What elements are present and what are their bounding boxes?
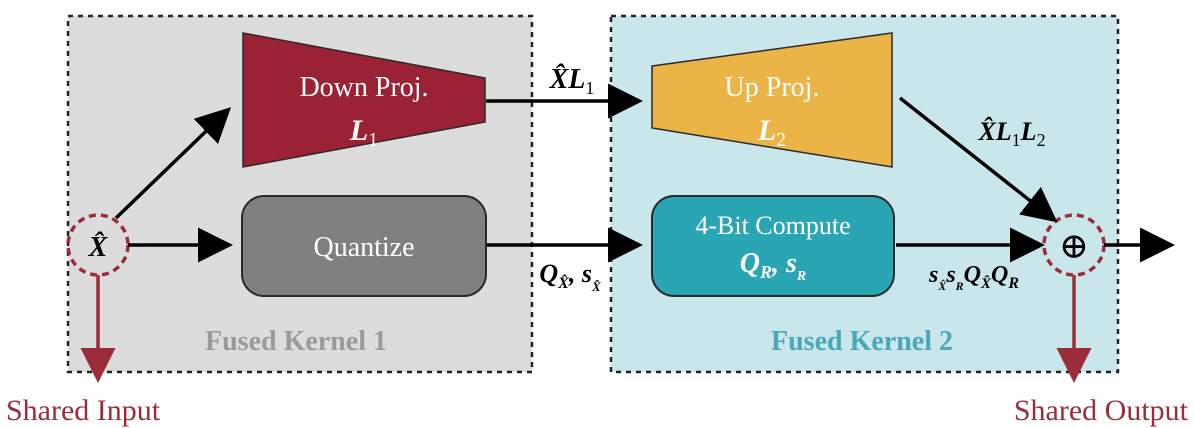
- quantize-label: Quantize: [313, 232, 414, 263]
- compute-label: 4-Bit Compute: [695, 211, 850, 240]
- down-proj-label: Down Proj.: [299, 72, 428, 103]
- quantize-block: [241, 195, 487, 297]
- input-x-hat: X̂: [88, 231, 109, 263]
- fused-kernel-1-label: Fused Kernel 1: [205, 326, 387, 357]
- plus-circle-icon: ⊕: [1059, 226, 1089, 266]
- compute-block: [651, 195, 895, 297]
- shared-output-label: Shared Output: [1014, 394, 1189, 427]
- up-proj-var: L2: [757, 114, 786, 151]
- up-proj-block: [651, 32, 893, 168]
- arrow-input-to-down-proj: [114, 107, 232, 220]
- edge-label-xl1l2: X̂L1L2: [977, 117, 1045, 150]
- up-proj-label: Up Proj.: [725, 72, 820, 103]
- fused-kernel-2-label: Fused Kernel 2: [771, 326, 953, 357]
- down-proj-var: L1: [349, 114, 378, 151]
- compute-formula: QR, sR: [740, 248, 807, 284]
- edge-label-output-formula: sX̂sRQX̂QR: [928, 262, 1019, 293]
- arrow-up-proj-to-output: [898, 96, 1058, 223]
- edge-label-xl1: X̂L1: [549, 63, 595, 98]
- edge-label-q-s: QX̂, sX̂: [539, 259, 601, 294]
- shared-input-label: Shared Input: [6, 394, 161, 427]
- down-proj-block: [242, 32, 486, 168]
